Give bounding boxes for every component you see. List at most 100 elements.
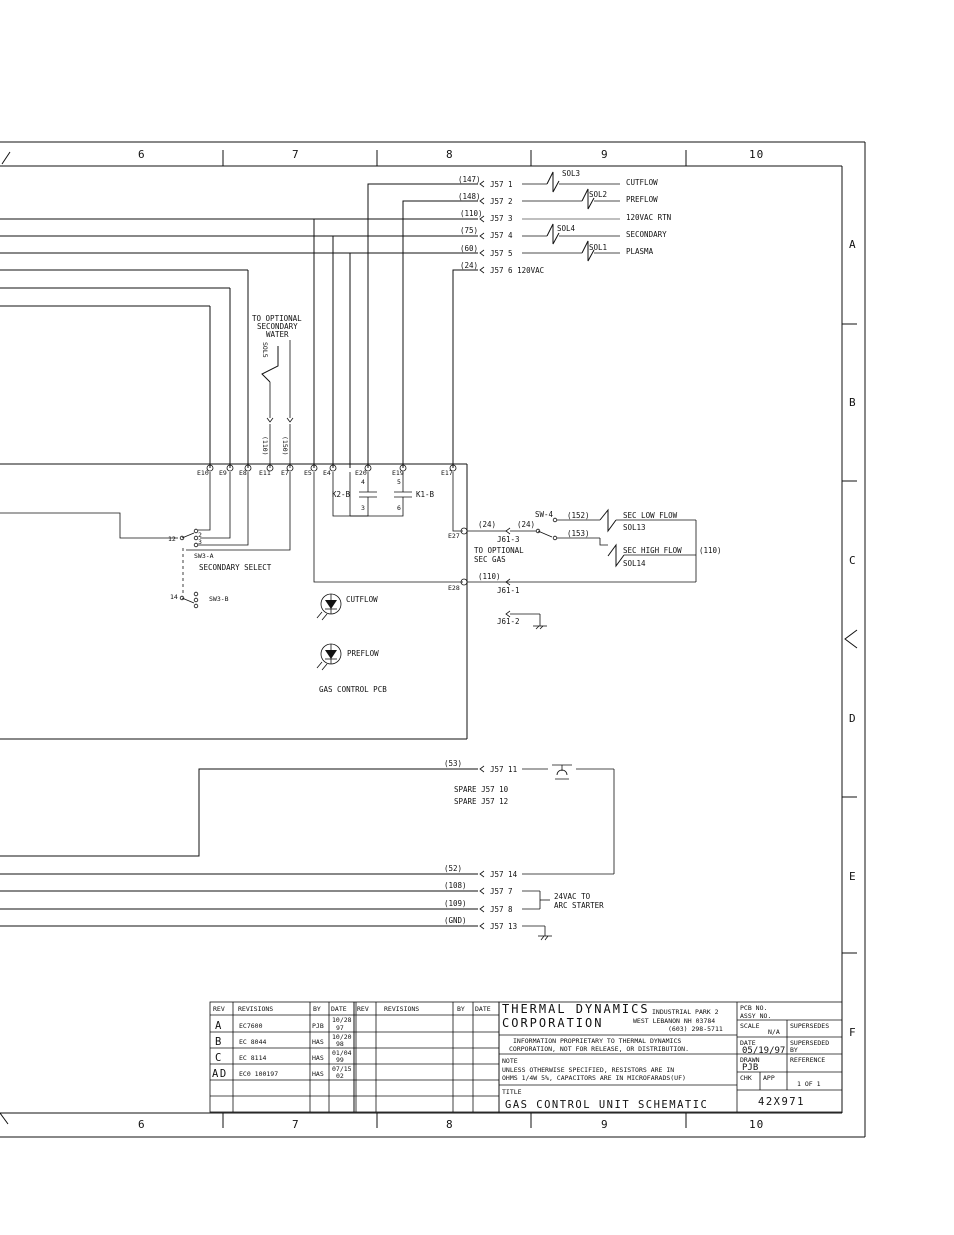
wire-number: (52) bbox=[444, 864, 462, 873]
title-block: THERMAL DYNAMICS CORPORATION INDUSTRIAL … bbox=[498, 1001, 843, 1113]
solenoid-label: SOL1 bbox=[589, 243, 607, 252]
revision-header: REVISIONS bbox=[384, 1005, 419, 1013]
pcb-label: GAS CONTROL PCB bbox=[319, 685, 387, 694]
switch-pin: 12 bbox=[168, 535, 176, 543]
switch-label: SW3-B bbox=[209, 595, 229, 603]
connector-pin: J57 11 bbox=[490, 765, 517, 774]
switch-label: SW-4 bbox=[535, 510, 554, 519]
drawing-number: 42X971 bbox=[758, 1096, 805, 1108]
terminal-label: E17 bbox=[441, 469, 453, 477]
revision-desc: EC0 100197 bbox=[239, 1070, 278, 1078]
reference-label: REFERENCE bbox=[790, 1056, 825, 1064]
solenoid-label: SOL14 bbox=[623, 559, 646, 568]
revision-table: REV REVISIONS BY DATE REV REVISIONS BY D… bbox=[209, 1001, 500, 1113]
terminal-label: E10 bbox=[197, 469, 209, 477]
revision-header: DATE bbox=[331, 1005, 347, 1013]
company-address: INDUSTRIAL PARK 2 bbox=[652, 1008, 719, 1016]
connector-pin: J57 2 bbox=[490, 197, 513, 206]
solenoid-label: SOL4 bbox=[557, 224, 576, 233]
revision-date: 10/20 bbox=[332, 1033, 352, 1041]
revision-header: REV bbox=[213, 1005, 225, 1013]
led-label: CUTFLOW bbox=[346, 595, 378, 604]
terminal-label: E11 bbox=[259, 469, 271, 477]
function-label: CUTFLOW bbox=[626, 178, 658, 187]
connector-pin: J57 4 bbox=[490, 231, 513, 240]
revision-header: DATE bbox=[475, 1005, 491, 1013]
company-phone: (603) 298-5711 bbox=[668, 1025, 723, 1033]
column-label: 8 bbox=[446, 1118, 454, 1131]
wire-number: (75) bbox=[460, 226, 478, 235]
row-label: F bbox=[849, 1026, 857, 1039]
wire-number: (108) bbox=[444, 881, 467, 890]
row-label: E bbox=[849, 870, 857, 883]
column-labels-top: 6 7 8 9 10 bbox=[138, 148, 764, 161]
preflow-led: PREFLOW bbox=[316, 643, 379, 671]
title-label: TITLE bbox=[502, 1088, 522, 1096]
solenoid-label: SOL13 bbox=[623, 523, 646, 532]
connector-pin: J57 14 bbox=[490, 870, 518, 879]
optional-gas-line2: SEC GAS bbox=[474, 555, 506, 564]
wire-number: (60) bbox=[460, 244, 478, 253]
revision-desc: EC 8114 bbox=[239, 1054, 266, 1062]
switch-pin: 3 bbox=[198, 538, 202, 546]
revision-row: C EC 8114 HAS 01/04 99 bbox=[215, 1049, 352, 1064]
revision-date: 97 bbox=[336, 1024, 344, 1032]
optional-secondary-water: TO OPTIONAL SECONDARY WATER SOL5 (110) (… bbox=[252, 314, 302, 468]
connector-pin: J57 3 bbox=[490, 214, 513, 223]
spare-pin: SPARE J57 10 bbox=[454, 785, 509, 794]
main-wiring bbox=[0, 183, 478, 468]
column-label: 6 bbox=[138, 148, 146, 161]
note-text: OHMS 1/4W 5%, CAPACITORS ARE IN MICROFAR… bbox=[502, 1074, 686, 1082]
proprietary-notice: INFORMATION PROPRIETARY TO THERMAL DYNAM… bbox=[513, 1037, 681, 1045]
revision-letter: B bbox=[215, 1036, 223, 1048]
j57-connector-top: (147) (148) (110) (75) (60) (24) J57 1 J… bbox=[458, 175, 544, 275]
revision-letter: AD bbox=[212, 1068, 228, 1080]
revision-by: HAS bbox=[312, 1038, 324, 1046]
row-labels: A B C D E F bbox=[849, 238, 857, 1039]
wire-number: (153) bbox=[567, 529, 590, 538]
revision-header: REV bbox=[357, 1005, 369, 1013]
relay-pin: 5 bbox=[397, 478, 401, 486]
wire-number: (150) bbox=[281, 436, 289, 456]
switch-pin: 14 bbox=[170, 593, 178, 601]
column-label: 10 bbox=[749, 1118, 764, 1131]
company-name: THERMAL DYNAMICS bbox=[502, 1002, 650, 1016]
column-label: 6 bbox=[138, 1118, 146, 1131]
optional-gas-line1: TO OPTIONAL bbox=[474, 546, 524, 555]
revision-header: BY bbox=[457, 1005, 465, 1013]
column-label: 8 bbox=[446, 148, 454, 161]
revision-row: A EC7600 PJB 10/28 97 bbox=[215, 1016, 352, 1032]
function-label: PLASMA bbox=[626, 247, 654, 256]
relay-label: K1-B bbox=[416, 490, 435, 499]
relay-pin: 6 bbox=[397, 504, 401, 512]
revision-date: 10/28 bbox=[332, 1016, 352, 1024]
drawing-title: GAS CONTROL UNIT SCHEMATIC bbox=[505, 1099, 708, 1111]
terminal-label: E20 bbox=[355, 469, 367, 477]
assy-no-label: ASSY NO. bbox=[740, 1012, 771, 1020]
gas-control-pcb: E10 E9 E8 E11 E7 E5 E4 E20 E19 E17 4 5 3… bbox=[0, 463, 468, 740]
note-label: NOTE bbox=[502, 1057, 518, 1065]
terminal-label: E7 bbox=[281, 469, 289, 477]
wire-number: (GND) bbox=[444, 916, 467, 925]
wire-number: (110) bbox=[478, 572, 501, 581]
terminal-label: E19 bbox=[392, 469, 404, 477]
function-label: PREFLOW bbox=[626, 195, 658, 204]
led-label: PREFLOW bbox=[347, 649, 379, 658]
revision-header: REVISIONS bbox=[238, 1005, 273, 1013]
terminal-row bbox=[206, 464, 457, 472]
revision-by: HAS bbox=[312, 1070, 324, 1078]
sheet-count: 1 OF 1 bbox=[797, 1080, 821, 1088]
scale-label: SCALE bbox=[740, 1022, 760, 1030]
revision-desc: EC 8044 bbox=[239, 1038, 266, 1046]
wire-number: (24) bbox=[478, 520, 496, 529]
terminal-label: E28 bbox=[448, 584, 460, 592]
column-label: 10 bbox=[749, 148, 764, 161]
relay-pin: 4 bbox=[361, 478, 365, 486]
terminal-labels: E10 E9 E8 E11 E7 E5 E4 E20 E19 E17 bbox=[197, 469, 453, 477]
wire-number: (152) bbox=[567, 511, 590, 520]
wire-number: (110) bbox=[699, 546, 722, 555]
company-address: WEST LEBANON NH 03784 bbox=[633, 1017, 715, 1025]
wire-number: (110) bbox=[460, 209, 483, 218]
solenoid-label: SOL5 bbox=[261, 342, 269, 358]
